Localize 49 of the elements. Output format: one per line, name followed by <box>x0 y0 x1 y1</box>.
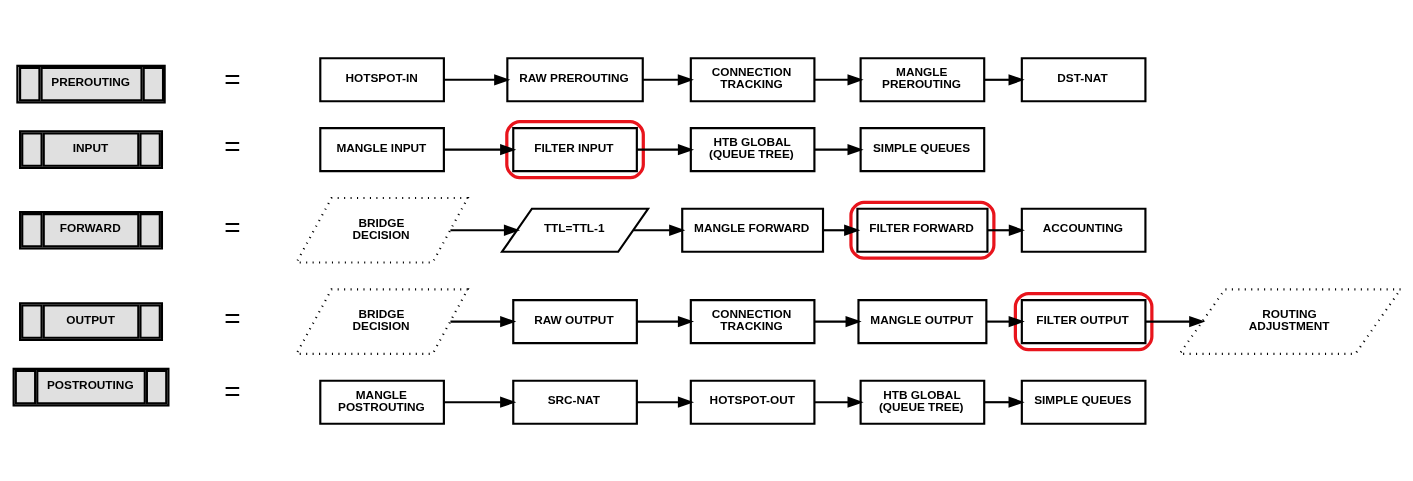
arrow <box>987 224 1025 236</box>
arrow <box>814 315 862 327</box>
node-box: CONNECTION TRACKING <box>689 298 816 344</box>
arrow <box>984 73 1025 85</box>
arrow <box>814 73 864 85</box>
node-box: MANGLE OUTPUT <box>857 298 988 344</box>
arrow <box>986 315 1025 327</box>
label: = <box>224 130 241 162</box>
arrow <box>814 143 864 155</box>
node-box: HOTSPOT-OUT <box>689 379 816 425</box>
arrow <box>1145 315 1206 327</box>
arrow <box>450 224 521 236</box>
label: = <box>224 211 241 243</box>
node-box: HTB GLOBAL (QUEUE TREE) <box>689 126 816 172</box>
node-box: RAW OUTPUT <box>512 298 638 344</box>
node-box: FILTER OUTPUT <box>1020 298 1147 344</box>
label: = <box>224 63 241 95</box>
node-box: CONNECTION TRACKING <box>689 56 816 102</box>
node-box: MANGLE FORWARD <box>681 207 825 253</box>
node-box: FILTER INPUT <box>512 126 638 172</box>
node-box: MANGLE PREROUTING <box>859 56 986 102</box>
cluster <box>1013 291 1154 351</box>
label: = <box>224 375 241 407</box>
arrow <box>637 143 695 155</box>
arrow <box>637 315 695 327</box>
arrow <box>450 315 517 327</box>
arrow <box>984 396 1025 408</box>
arrow <box>814 396 864 408</box>
arrow <box>823 224 861 236</box>
cluster <box>505 119 645 179</box>
node-box: SIMPLE QUEUES <box>1020 379 1147 425</box>
node-box: SRC-NAT <box>512 379 638 425</box>
node-box: HOTSPOT-IN <box>319 56 445 102</box>
node-box: SIMPLE QUEUES <box>859 126 986 172</box>
arrow <box>444 143 517 155</box>
cluster <box>849 200 996 260</box>
label: = <box>224 302 241 334</box>
arrow <box>444 396 517 408</box>
arrow <box>642 73 694 85</box>
arrow <box>637 396 695 408</box>
node-box: MANGLE POSTROUTING <box>319 379 445 425</box>
node-box: DST-NAT <box>1020 56 1147 102</box>
node-box: HTB GLOBAL (QUEUE TREE) <box>859 379 986 425</box>
arrow <box>633 224 686 236</box>
node-box: FILTER FORWARD <box>856 207 989 253</box>
node-box: MANGLE INPUT <box>319 126 445 172</box>
node-box: ACCOUNTING <box>1020 207 1147 253</box>
node-box: RAW PREROUTING <box>506 56 644 102</box>
arrow <box>444 73 511 85</box>
